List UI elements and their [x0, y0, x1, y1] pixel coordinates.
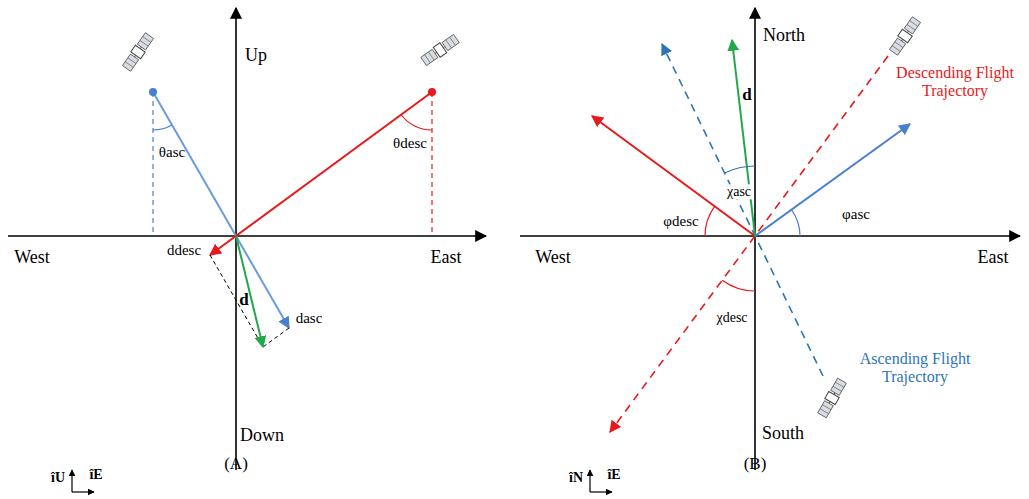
axis-label: Down [240, 426, 284, 446]
angle-label: θasc [159, 144, 185, 161]
angle-label: χasc [725, 184, 753, 199]
angle-label: φdesc [663, 213, 698, 230]
angle-label: θdesc [393, 135, 427, 152]
axis-label: Up [245, 46, 267, 66]
panel-label: (B) [744, 455, 767, 474]
displacement-vector [732, 40, 755, 236]
angle-arc [401, 115, 432, 131]
unit-vector-label: îU [51, 470, 65, 485]
vertical-reference [152, 92, 153, 236]
vector-label: d [742, 86, 751, 105]
east-west-axis [520, 235, 1020, 237]
trajectory-label: Ascending Flight Trajectory [850, 350, 980, 385]
angle-arc [722, 280, 755, 291]
angle-arc [705, 206, 715, 236]
axis-label: East [431, 248, 462, 268]
east-west-axis [8, 235, 486, 237]
axis-label: North [763, 26, 805, 46]
displacement-vector [236, 236, 263, 347]
unit-vector-label: îE [89, 467, 102, 482]
north-south-axis [754, 8, 756, 470]
satellite-icon [122, 32, 155, 72]
panel-b [520, 8, 1020, 492]
unit-vector-icon [71, 470, 72, 492]
trajectory-label: Descending Flight Trajectory [890, 64, 1020, 99]
descending-track [610, 56, 888, 432]
angle-arc [153, 125, 172, 130]
satellite-icon [889, 16, 922, 56]
descending-los-vector [210, 92, 432, 255]
angle-label: χdesc [716, 310, 747, 325]
angle-arc [725, 166, 756, 173]
vertical-reference [431, 92, 432, 236]
parallelogram-line [210, 255, 263, 347]
satellite-icon [817, 378, 847, 419]
unit-vector-icon [590, 491, 612, 492]
unit-vector-icon [72, 491, 94, 492]
vector-label: dasc [296, 310, 323, 327]
vector-label: ddesc [167, 242, 201, 259]
unit-vector-icon [589, 470, 590, 492]
axis-label: East [978, 248, 1009, 268]
satellite-point [428, 88, 436, 96]
axis-label: South [762, 424, 804, 444]
axis-label: West [14, 248, 50, 268]
parallelogram-line [263, 328, 289, 347]
axis-label: West [535, 248, 571, 268]
vector-label: d [239, 291, 248, 310]
satellite-point [149, 88, 157, 96]
panel-a [8, 8, 486, 492]
ascending-track [662, 44, 823, 376]
ascending-look-vector [755, 124, 910, 236]
unit-vector-label: îN [569, 470, 583, 485]
satellite-icon [420, 34, 460, 67]
angle-label: φasc [842, 206, 870, 223]
descending-look-vector [592, 116, 755, 236]
ascending-los-vector [153, 92, 289, 328]
angle-arc [791, 210, 800, 236]
panel-label: (A) [224, 455, 248, 474]
unit-vector-label: îE [607, 467, 620, 482]
